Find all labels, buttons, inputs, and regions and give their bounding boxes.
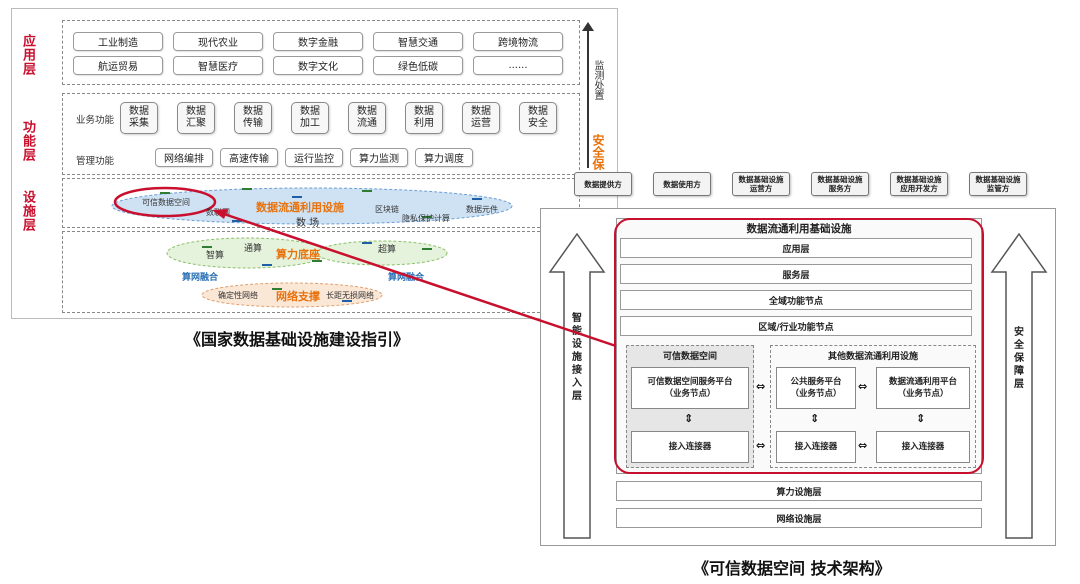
- stakeholder-box: 数据基础设施 服务方: [811, 172, 869, 196]
- node-mark: [362, 242, 372, 244]
- left-arrow-text: 智能设施接入层: [572, 313, 582, 402]
- highlight-box: [614, 218, 984, 474]
- layer-service: 服务层: [620, 264, 972, 284]
- connector-node-1: 接入连接器: [776, 431, 856, 463]
- stakeholder-box: 数据基础设施 应用开发方: [890, 172, 948, 196]
- label-compute-fusion-left: 算网融合: [182, 273, 219, 283]
- business-function-item: 数据 利用: [405, 102, 443, 134]
- business-function-item: 数据 安全: [519, 102, 557, 134]
- down-arrow-icon: ⇕: [916, 412, 926, 425]
- down-arrow-icon: ⇕: [684, 412, 694, 425]
- label-super-compute: 超算: [378, 245, 397, 255]
- other-infra-group: [770, 345, 976, 468]
- node-mark: [160, 192, 170, 194]
- right-arrow-text: 安全保障层: [1014, 327, 1024, 390]
- monitor-arrow: [587, 28, 589, 168]
- label-data-field: 数 场: [296, 218, 320, 229]
- func-section: [62, 93, 580, 175]
- management-function-item: 高速传输: [220, 148, 278, 167]
- business-function-item: 数据 采集: [120, 102, 158, 134]
- stakeholder-box: 数据使用方: [653, 172, 711, 196]
- app-domain-item: 现代农业: [173, 32, 263, 51]
- side-monitor-text: 监测处置: [592, 60, 603, 100]
- layer-label-app: 应用层: [20, 34, 35, 76]
- node-mark: [292, 196, 302, 198]
- right-up-arrow: [990, 232, 1048, 539]
- app-section: [62, 20, 580, 85]
- layer-network: 网络设施层: [616, 508, 982, 528]
- business-function-item: 数据 流通: [348, 102, 386, 134]
- down-arrow-icon: ⇕: [810, 412, 820, 425]
- label-general-compute: 通算: [244, 244, 263, 254]
- stakeholder-box: 数据提供方: [574, 172, 632, 196]
- node-mark: [202, 246, 212, 248]
- node-mark: [232, 220, 242, 222]
- trusted-space-title: 可信数据空间: [662, 352, 717, 362]
- app-domain-item: 数字金融: [273, 32, 363, 51]
- monitor-arrow-head: [582, 22, 594, 31]
- node-mark: [422, 248, 432, 250]
- node-mark: [242, 188, 252, 190]
- trusted-platform-node: 可信数据空间服务平台 （业务节点）: [631, 367, 749, 409]
- side-security-text: 安全保: [591, 134, 605, 170]
- business-function-label: 业务功能: [76, 115, 115, 126]
- app-domain-item: 跨境物流: [473, 32, 563, 51]
- label-blockchain: 区块链: [375, 205, 399, 214]
- label-long-distance: 长距无损网络: [326, 291, 374, 300]
- app-domain-item: 绿色低碳: [373, 56, 463, 75]
- label-privacy: 隐私保护计算: [402, 214, 450, 223]
- layer-global-node: 全域功能节点: [620, 290, 972, 310]
- app-domain-item: ......: [473, 56, 563, 75]
- circulation-platform-node: 数据流通利用平台 （业务节点）: [876, 367, 970, 409]
- bidir-arrow-icon: ⇔: [858, 380, 868, 393]
- label-compute-fusion-right: 算网融合: [388, 273, 425, 283]
- layer-label-infra: 设施层: [20, 190, 35, 232]
- node-mark: [472, 198, 482, 200]
- label-data-element: 数据元件: [466, 205, 498, 214]
- layer-label-func: 功能层: [20, 120, 35, 162]
- management-function-item: 运行监控: [285, 148, 343, 167]
- business-function-item: 数据 汇聚: [177, 102, 215, 134]
- app-domain-item: 航运贸易: [73, 56, 163, 75]
- management-function-label: 管理功能: [76, 156, 115, 167]
- layer-regional-node: 区域/行业功能节点: [620, 316, 972, 336]
- public-service-node: 公共服务平台 （业务节点）: [776, 367, 856, 409]
- label-compute-base: 算力底座: [276, 248, 320, 261]
- bidir-arrow-icon: ⇔: [756, 380, 766, 393]
- management-function-item: 算力监测: [350, 148, 408, 167]
- stakeholder-box: 数据基础设施 运营方: [732, 172, 790, 196]
- layer-app: 应用层: [620, 238, 972, 258]
- connector-node-2: 接入连接器: [876, 431, 970, 463]
- business-function-item: 数据 加工: [291, 102, 329, 134]
- label-network-support: 网络支撑: [276, 290, 320, 303]
- business-function-item: 数据 传输: [234, 102, 272, 134]
- trusted-space-highlight: [113, 186, 217, 218]
- business-function-item: 数据 运营: [462, 102, 500, 134]
- app-domain-item: 智慧医疗: [173, 56, 263, 75]
- node-mark: [362, 190, 372, 192]
- bidir-arrow-icon: ⇔: [858, 439, 868, 452]
- app-domain-item: 数字文化: [273, 56, 363, 75]
- trusted-connector-node: 接入连接器: [631, 431, 749, 463]
- bidir-arrow-icon: ⇔: [756, 439, 766, 452]
- main-infra-title: 数据流通利用基础设施: [746, 223, 852, 235]
- other-infra-title: 其他数据流通利用设施: [827, 352, 918, 362]
- label-data-circulation: 数据流通利用设施: [256, 201, 344, 214]
- app-domain-item: 工业制造: [73, 32, 163, 51]
- app-domain-item: 智慧交通: [373, 32, 463, 51]
- stakeholder-box: 数据基础设施 监管方: [969, 172, 1027, 196]
- node-mark: [262, 264, 272, 266]
- management-function-item: 网络编排: [155, 148, 213, 167]
- label-data-net: 数联网: [206, 208, 230, 217]
- right-caption: 《可信数据空间 技术架构》: [693, 559, 891, 578]
- label-smart-compute: 智算: [206, 251, 225, 261]
- left-caption: 《国家数据基础设施建设指引》: [185, 330, 410, 349]
- layer-compute: 算力设施层: [616, 481, 982, 501]
- label-deterministic-net: 确定性网络: [218, 291, 258, 300]
- label-trusted-space: 可信数据空间: [142, 198, 190, 207]
- management-function-item: 算力调度: [415, 148, 473, 167]
